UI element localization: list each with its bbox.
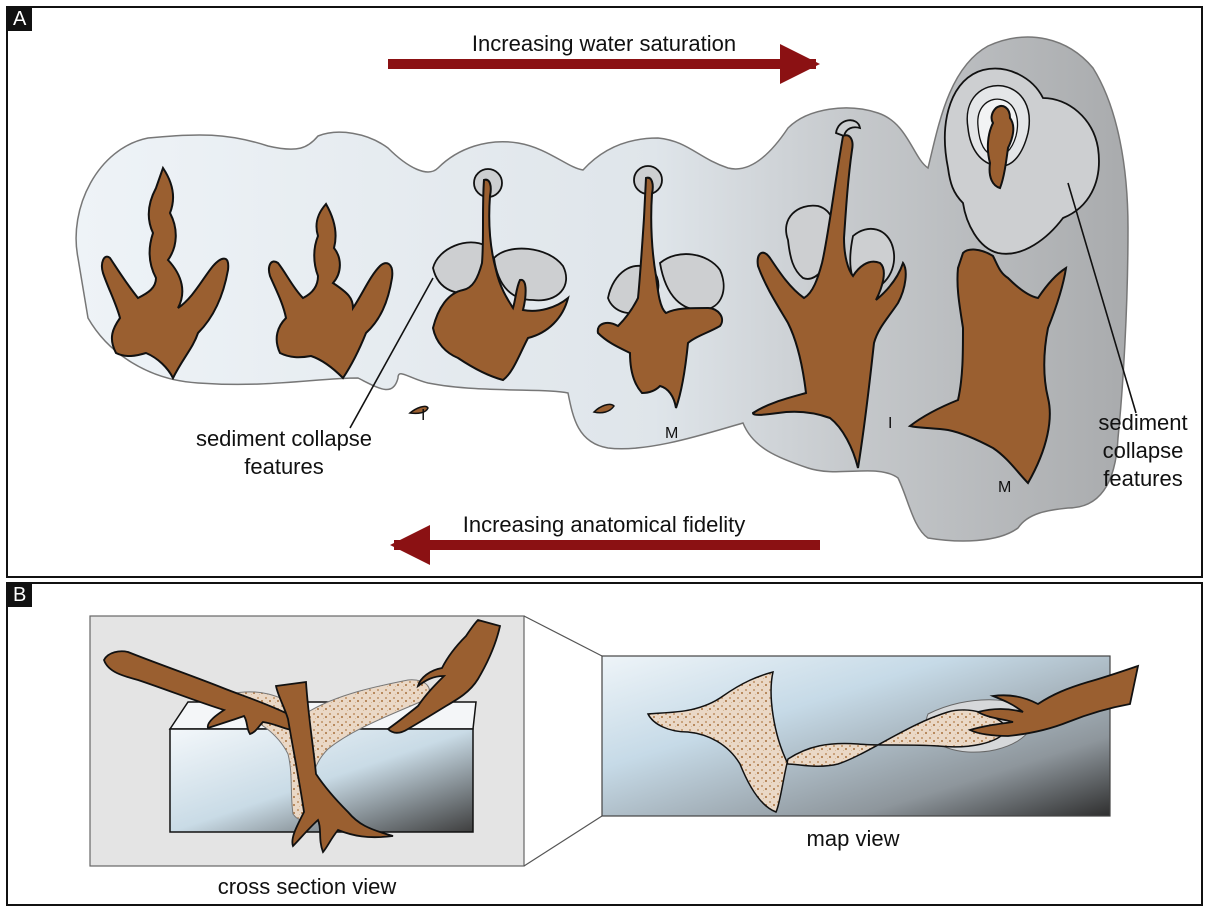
left-callout-line1: sediment collapse — [196, 426, 372, 451]
right-callout-line1: sediment — [1098, 410, 1187, 435]
right-callout-line3: features — [1103, 466, 1183, 491]
connector-top — [524, 616, 602, 656]
panel-b-diagram: cross section view map view — [8, 584, 1201, 904]
digit-label-m-1: M — [665, 425, 678, 442]
panel-b: B — [6, 582, 1203, 906]
panel-a-letter: A — [8, 8, 32, 31]
panel-a-diagram: I M I M sediment collapse features sedim… — [8, 8, 1201, 576]
map-view-frame — [602, 656, 1110, 816]
cross-section-label: cross section view — [218, 874, 397, 899]
digit-label-m-2: M — [998, 479, 1011, 496]
panel-a: A — [6, 6, 1203, 578]
panel-b-letter: B — [8, 584, 32, 607]
connector-bottom — [524, 816, 602, 866]
map-view-label: map view — [807, 826, 900, 851]
digit-label-i-1: I — [421, 407, 425, 424]
right-callout-line2: collapse — [1103, 438, 1184, 463]
digit-label-i-2: I — [888, 415, 892, 432]
left-callout-line2: features — [244, 454, 324, 479]
bottom-arrow-label: Increasing anatomical fidelity — [463, 512, 745, 537]
top-arrow-label: Increasing water saturation — [472, 31, 736, 56]
